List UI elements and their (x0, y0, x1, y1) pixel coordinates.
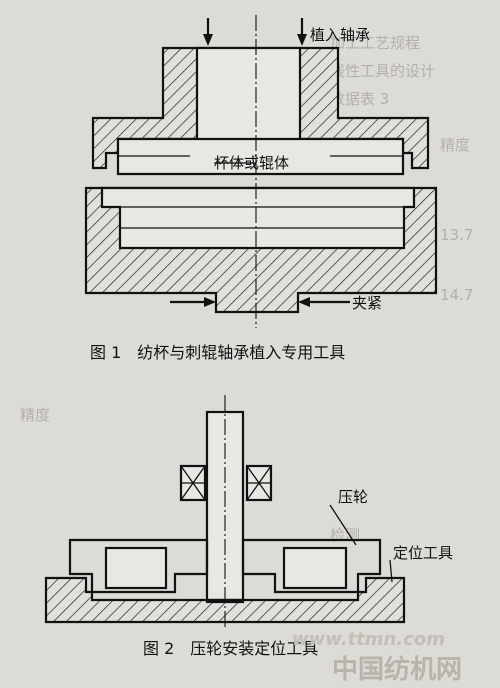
pressure-wheel-left (68, 538, 209, 594)
bleed-through-text: 加工工艺规程 线性工具的设计 数据表 3 精度 13.7 14.7 精度 检测 (20, 34, 473, 544)
svg-text:线性工具的设计: 线性工具的设计 (330, 62, 435, 80)
press-arrow-right (297, 34, 307, 46)
cup-or-roller-body (116, 137, 405, 176)
label-insert-bearing: 植入轴承 (310, 26, 370, 44)
caption-figure-2: 图 2 压轮安装定位工具 (143, 639, 318, 658)
label-positioning-tool: 定位工具 (393, 544, 453, 562)
caption-figure-1: 图 1 纺杯与刺辊轴承植入专用工具 (90, 343, 345, 362)
watermark-brand: 中国纺机网 (332, 654, 462, 685)
svg-text:精度: 精度 (440, 136, 470, 154)
svg-text:精度: 精度 (20, 406, 50, 424)
figure-2: 压轮 定位工具 图 2 压轮安装定位工具 (44, 395, 453, 658)
clamp-arrow-right (298, 297, 310, 307)
label-clamp: 夹紧 (352, 294, 382, 312)
bearing-right (245, 464, 273, 502)
svg-text:13.7: 13.7 (440, 226, 473, 244)
press-arrow-left (203, 34, 213, 46)
label-pressure-wheel: 压轮 (338, 488, 368, 506)
label-cup-or-roller: 杯体或辊体 (214, 154, 289, 172)
clamp-arrow-left (204, 297, 216, 307)
watermark-site: www.ttmn.com (292, 629, 445, 650)
svg-text:加工工艺规程: 加工工艺规程 (330, 34, 420, 52)
figure-1: 植入轴承 杯体或辊体 夹紧 图 1 纺杯与刺辊轴承植入专用工具 (84, 15, 438, 362)
svg-text:数据表 3: 数据表 3 (330, 90, 389, 108)
watermark: www.ttmn.com 中国纺机网 (292, 629, 462, 685)
svg-text:14.7: 14.7 (440, 286, 473, 304)
clamp-recess (100, 186, 416, 250)
punch-bore (195, 46, 302, 142)
bearing-left (179, 464, 207, 502)
